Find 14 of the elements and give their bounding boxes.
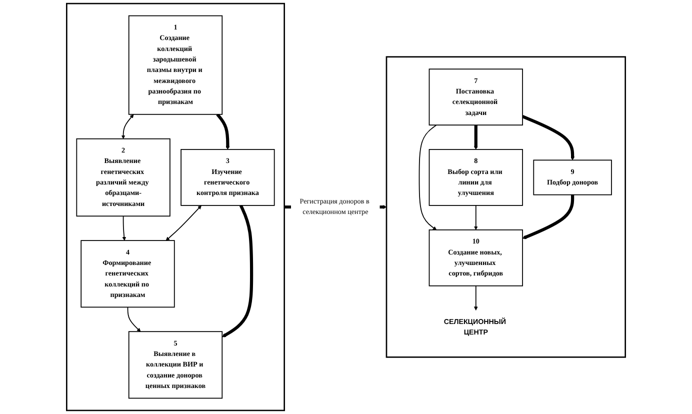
arrow bbox=[474, 285, 478, 310]
arrow bbox=[474, 205, 478, 230]
arrow bbox=[121, 114, 134, 139]
arrow bbox=[522, 115, 574, 160]
arrow bbox=[127, 306, 141, 332]
arrow bbox=[522, 194, 574, 240]
arrow bbox=[222, 204, 254, 338]
arrow bbox=[474, 125, 478, 150]
arrow bbox=[216, 113, 230, 150]
cluster bbox=[66, 2, 285, 412]
arrow bbox=[166, 205, 202, 241]
arrow bbox=[418, 124, 437, 230]
arrow bbox=[122, 216, 126, 241]
cluster bbox=[386, 56, 626, 358]
